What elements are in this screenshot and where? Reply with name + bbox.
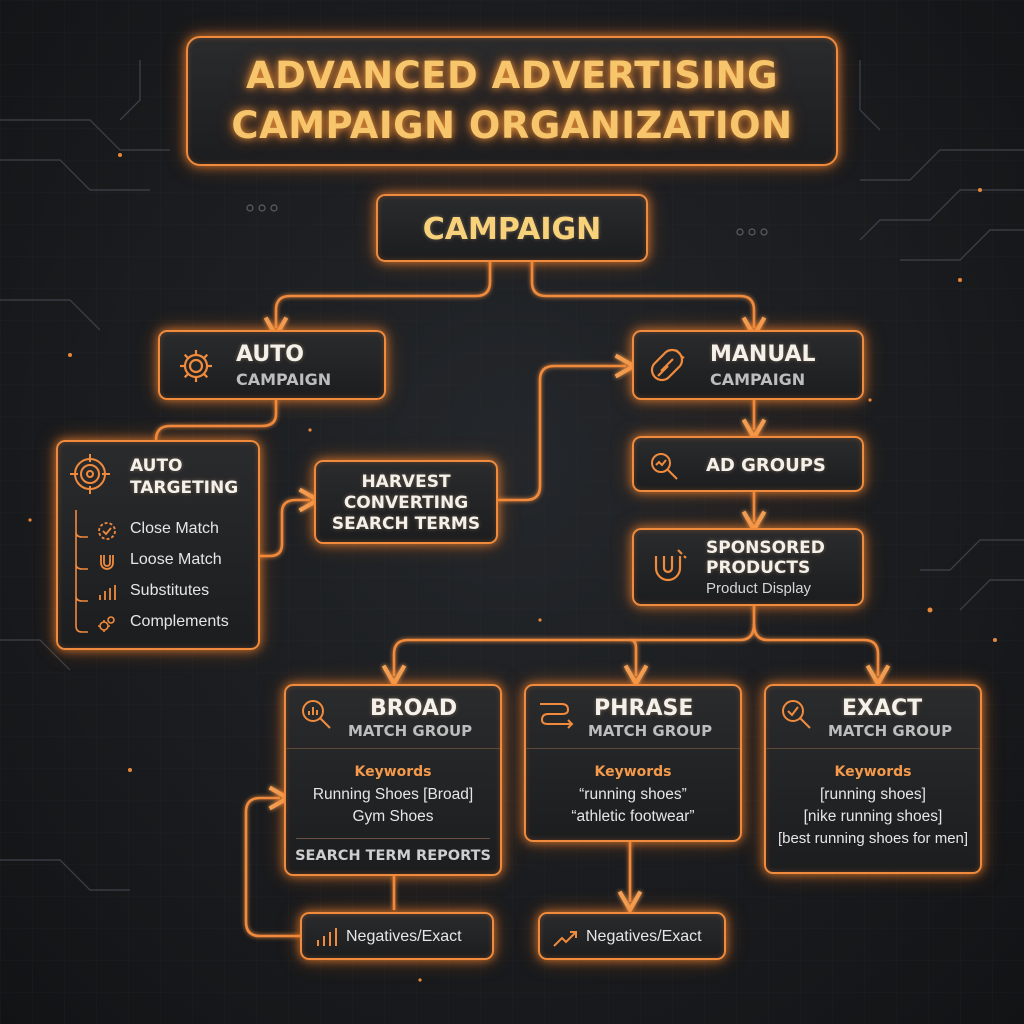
divider (526, 748, 740, 749)
sponsored-line-1: SPONSORED (706, 538, 825, 558)
broad-keywords-label: Keywords (354, 764, 432, 780)
auto-targeting-item: Substitutes (130, 582, 210, 599)
negatives-exact-right[interactable]: Negatives/Exact (538, 912, 726, 960)
ad-groups-label: AD GROUPS (706, 455, 826, 476)
harvest-line-2: CONVERTING (343, 493, 469, 513)
broad-match-group[interactable]: BROAD MATCH GROUP Keywords Running Shoes… (284, 684, 502, 876)
gears-icon (98, 616, 115, 632)
magnet-icon (654, 549, 687, 582)
manual-campaign-title: MANUAL (710, 342, 816, 367)
broad-title: BROAD (370, 696, 458, 721)
phrase-keywords-label: Keywords (594, 764, 672, 780)
exact-keyword: [nike running shoes] (803, 808, 943, 825)
bars-icon (99, 585, 116, 600)
broad-keyword: Running Shoes [Broad] (312, 786, 474, 803)
auto-targeting-title-2: TARGETING (130, 478, 239, 498)
harvest-line-3: SEARCH TERMS (331, 514, 481, 534)
campaign-node[interactable]: CAMPAIGN (376, 194, 648, 262)
phrase-match-group[interactable]: PHRASE MATCH GROUP Keywords “running sho… (524, 684, 742, 842)
phrase-keyword: “running shoes” (579, 786, 687, 803)
exact-keywords-label: Keywords (834, 764, 912, 780)
broad-keyword: Gym Shoes (352, 808, 434, 825)
magnet-icon (100, 555, 114, 570)
auto-targeting-item: Complements (130, 613, 229, 630)
auto-targeting-item: Close Match (130, 520, 219, 537)
title-line-2: CAMPAIGN ORGANIZATION (231, 104, 793, 147)
campaign-label: CAMPAIGN (422, 212, 602, 247)
title-line-1: ADVANCED ADVERTISING (246, 54, 778, 97)
manual-campaign-node[interactable]: MANUAL CAMPAIGN (632, 330, 864, 400)
auto-campaign-node[interactable]: AUTO CAMPAIGN (158, 330, 386, 400)
exact-match-group[interactable]: EXACT MATCH GROUP Keywords [running shoe… (764, 684, 982, 874)
phrase-title: PHRASE (594, 696, 694, 721)
search-term-reports: SEARCH TERM REPORTS (295, 848, 491, 864)
auto-targeting-node[interactable]: AUTO TARGETING Close Match Loose Match S… (56, 440, 260, 650)
search-chart-icon (302, 700, 331, 729)
ad-groups-node[interactable]: AD GROUPS (632, 436, 864, 492)
sponsored-line-2: PRODUCTS (706, 558, 811, 578)
negatives-right-label: Negatives/Exact (586, 928, 702, 945)
search-check-icon (782, 700, 811, 729)
bars-icon (317, 928, 337, 946)
title-banner: ADVANCED ADVERTISING CAMPAIGN ORGANIZATI… (186, 36, 838, 166)
divider (286, 748, 500, 749)
gear-icon (180, 350, 212, 382)
sponsored-detail: Product Display (706, 580, 812, 597)
manual-campaign-subtitle: CAMPAIGN (710, 370, 806, 389)
divider (296, 838, 490, 839)
search-icon (651, 453, 678, 480)
auto-targeting-title-1: AUTO (130, 456, 183, 476)
magnet-icon (650, 348, 685, 382)
target-icon (70, 454, 110, 494)
negatives-exact-left[interactable]: Negatives/Exact (300, 912, 494, 960)
route-icon (540, 703, 574, 729)
exact-keyword: [best running shoes for men] (777, 830, 969, 847)
harvest-line-1: HARVEST (361, 472, 451, 492)
broad-subtitle: MATCH GROUP (348, 722, 473, 740)
harvest-node[interactable]: HARVEST CONVERTING SEARCH TERMS (314, 460, 498, 544)
auto-targeting-item: Loose Match (130, 551, 222, 568)
phrase-subtitle: MATCH GROUP (588, 722, 713, 740)
sponsored-products-node[interactable]: SPONSORED PRODUCTS Product Display (632, 528, 864, 606)
trend-icon (553, 931, 577, 947)
exact-subtitle: MATCH GROUP (828, 722, 953, 740)
divider (766, 748, 980, 749)
auto-campaign-title: AUTO (236, 342, 304, 367)
check-gear-icon (98, 522, 116, 540)
tree-lines (75, 510, 88, 633)
exact-title: EXACT (842, 696, 923, 721)
negatives-left-label: Negatives/Exact (346, 928, 462, 945)
phrase-keyword: “athletic footwear” (571, 808, 695, 825)
exact-keyword: [running shoes] (820, 786, 926, 803)
auto-campaign-subtitle: CAMPAIGN (236, 370, 332, 389)
